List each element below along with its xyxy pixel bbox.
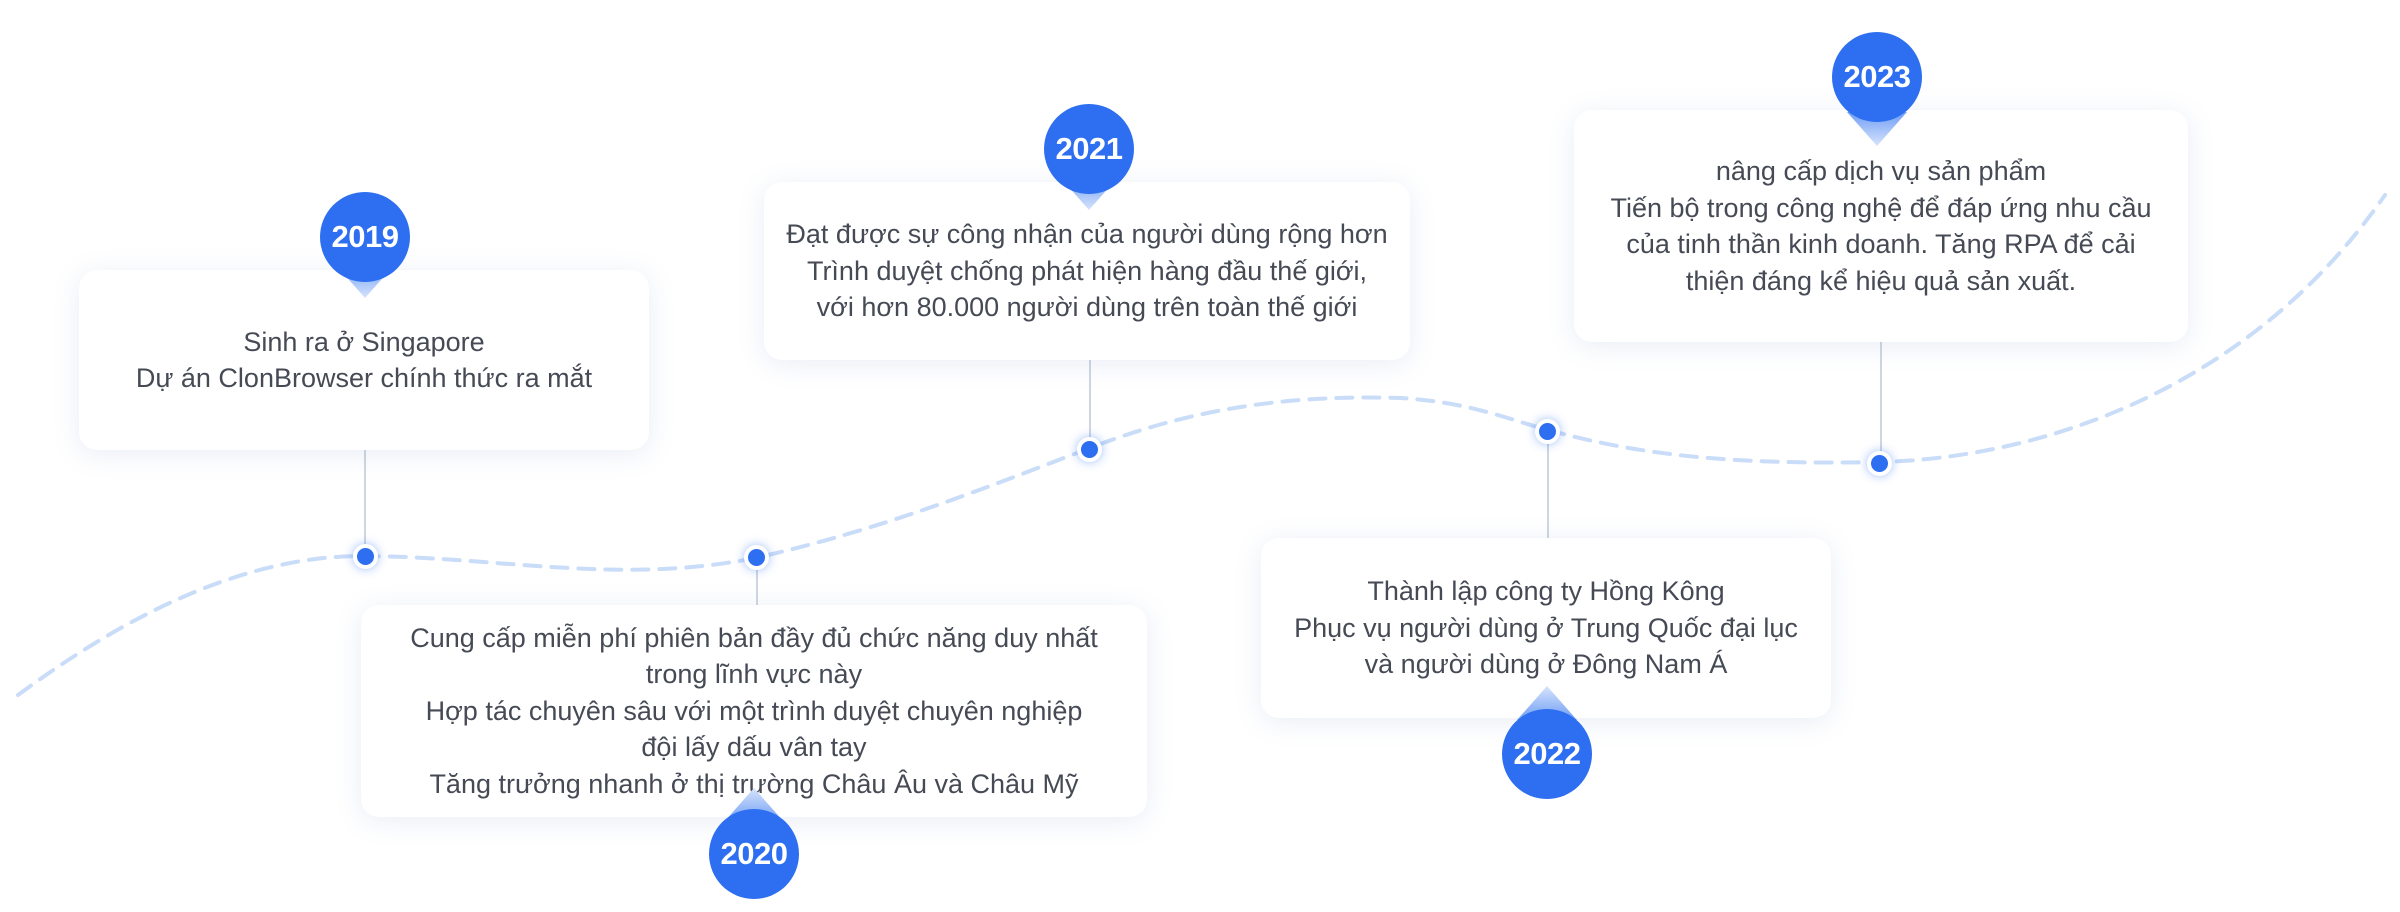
milestone-description: Đạt được sự công nhận của người dùng rộn… [786, 216, 1387, 326]
milestone-line: Hợp tác chuyên sâu với một trình duyệt c… [425, 695, 1083, 726]
milestone-line: Tiến bộ trong công nghệ để đáp ứng nhu c… [1610, 192, 2152, 223]
milestone-connector [1547, 431, 1549, 538]
milestone-connector [1089, 360, 1091, 448]
milestone-connector [756, 566, 758, 606]
milestone-card: Cung cấp miễn phí phiên bản đầy đủ chức … [361, 605, 1147, 817]
year-marker: 2020 [709, 809, 799, 899]
milestone-line: Dự án ClonBrowser chính thức ra mắt [135, 363, 593, 393]
milestone-line: Trình duyệt chống phát hiện hàng đầu thế… [806, 255, 1368, 286]
milestone-line: nâng cấp dịch vụ sản phẩm [1715, 156, 2047, 186]
milestone-connector [1880, 342, 1882, 462]
milestone-description: Sinh ra ở Singapore Dự án ClonBrowser ch… [136, 324, 592, 397]
year-marker: 2022 [1502, 709, 1592, 799]
year-marker: 2019 [320, 192, 410, 282]
milestone-description: nâng cấp dịch vụ sản phẩm Tiến bộ trong … [1611, 153, 2152, 299]
milestone-connector [364, 450, 366, 555]
milestone-line: Thành lập công ty Hồng Kông [1367, 576, 1725, 607]
milestone-dot [744, 545, 769, 570]
milestone-line: trong lĩnh vực này [645, 659, 863, 690]
milestone-card: Sinh ra ở Singapore Dự án ClonBrowser ch… [79, 270, 649, 450]
milestone-line: đội lấy dấu vân tay [641, 732, 867, 763]
milestone-dot [1535, 419, 1560, 444]
milestone-dot [353, 544, 378, 569]
year-marker: 2023 [1832, 32, 1922, 122]
milestone-dot [1867, 451, 1892, 476]
milestone-line: Sinh ra ở Singapore [243, 326, 485, 357]
year-marker: 2021 [1044, 104, 1134, 194]
milestone-line: của tinh thần kinh doanh. Tăng RPA để cả… [1626, 229, 2136, 259]
milestone-description: Thành lập công ty Hồng Kông Phục vụ ngườ… [1294, 573, 1798, 683]
milestone-card: nâng cấp dịch vụ sản phẩm Tiến bộ trong … [1574, 110, 2188, 342]
milestone-line: Phục vụ người dùng ở Trung Quốc đại lục [1294, 612, 1798, 643]
timeline-dashed-path [16, 193, 2387, 697]
milestone-line: Đạt được sự công nhận của người dùng rộn… [786, 219, 1388, 250]
milestone-line: với hơn 80.000 người dùng trên toàn thế … [816, 292, 1358, 323]
milestone-card: Đạt được sự công nhận của người dùng rộn… [764, 182, 1410, 360]
milestone-dot [1077, 437, 1102, 462]
milestone-line: và người dùng ở Đông Nam Á [1364, 649, 1728, 680]
milestone-line: Cung cấp miễn phí phiên bản đầy đủ chức … [410, 622, 1098, 653]
milestone-line: thiện đáng kể hiệu quả sản xuất. [1685, 265, 2077, 296]
milestone-description: Cung cấp miễn phí phiên bản đầy đủ chức … [410, 620, 1098, 803]
